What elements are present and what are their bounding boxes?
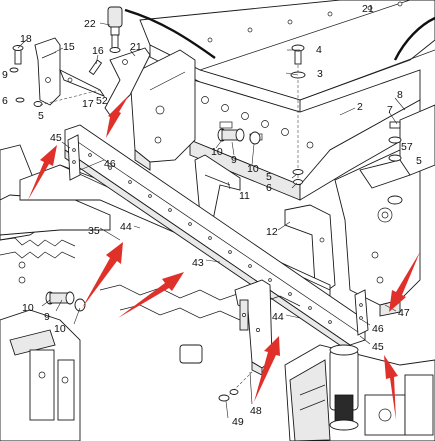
callout-10: 10 <box>247 163 259 175</box>
callout-3: 3 <box>317 68 323 80</box>
red-arrow <box>389 252 420 312</box>
cable-line-right <box>393 16 435 61</box>
callout-10: 10 <box>54 323 66 335</box>
callout-47: 47 <box>398 307 410 319</box>
main-frame-part <box>129 0 435 317</box>
callout-6: 6 <box>2 95 8 107</box>
red-arrow <box>118 272 184 318</box>
red-arrow <box>28 145 57 200</box>
callout-10: 10 <box>211 146 223 158</box>
callout-15: 15 <box>63 41 75 53</box>
callout-52: 52 <box>96 95 108 107</box>
callout-45: 45 <box>50 132 62 144</box>
callout-10: 10 <box>22 302 34 314</box>
leader-lines <box>17 22 406 419</box>
callout-5: 5 <box>416 155 422 167</box>
callout-46: 46 <box>372 323 384 335</box>
top-left-hardware <box>9 6 151 116</box>
callout-2: 2 <box>357 101 363 113</box>
callout-18: 18 <box>20 33 32 45</box>
callout-8: 8 <box>397 89 403 101</box>
callout-9: 9 <box>2 69 8 81</box>
callout-16: 16 <box>92 45 104 57</box>
callout-43: 43 <box>192 257 204 269</box>
callout-21: 21 <box>362 3 374 15</box>
red-arrows <box>28 95 420 420</box>
callout-44: 44 <box>120 221 132 233</box>
callout-5: 5 <box>266 171 272 183</box>
centre-hardware <box>217 44 403 205</box>
long-channel-part <box>64 124 369 353</box>
callout-7: 7 <box>387 104 393 116</box>
callout-48: 48 <box>250 405 262 417</box>
callout-57: 57 <box>401 141 413 153</box>
callout-labels: 22 21 18 15 16 21 9 6 5 17 52 4 3 8 2 7 … <box>2 3 422 428</box>
callout-35: 35 <box>88 225 100 237</box>
cable-line <box>124 8 216 59</box>
callout-11: 11 <box>239 190 250 202</box>
callout-44: 44 <box>272 311 284 323</box>
lower-left-mechanism <box>0 261 86 441</box>
callout-12: 12 <box>266 226 278 238</box>
callout-49: 49 <box>232 416 244 428</box>
callout-46: 46 <box>104 158 116 170</box>
red-arrow <box>254 336 280 402</box>
red-arrow <box>384 355 398 420</box>
callout-9: 9 <box>44 311 50 323</box>
callout-22: 22 <box>84 18 96 30</box>
callout-5: 5 <box>38 110 44 122</box>
callout-17: 17 <box>82 98 94 110</box>
callout-6: 6 <box>266 182 272 194</box>
callout-4: 4 <box>316 44 322 56</box>
callout-9: 9 <box>231 154 237 166</box>
red-arrow <box>106 95 129 138</box>
lower-right-motor-unit <box>284 344 435 441</box>
callout-21: 21 <box>130 41 142 53</box>
red-arrow <box>82 242 123 308</box>
part-48-bracket <box>179 279 273 402</box>
callout-45: 45 <box>372 341 384 353</box>
